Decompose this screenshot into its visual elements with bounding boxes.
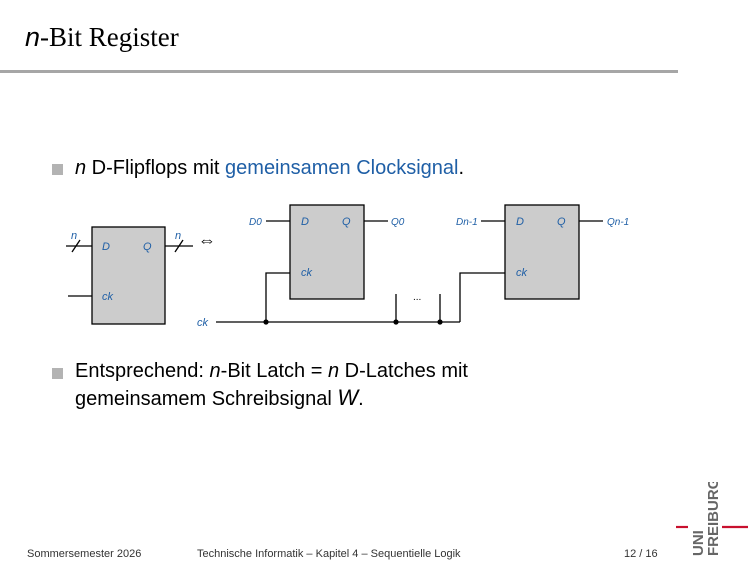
title-variable: n: [25, 22, 41, 52]
bullet-1-highlight: gemeinsamen Clocksignal: [225, 157, 459, 179]
bus-slash-in: [71, 239, 81, 253]
bullet-text-2-line-1: Entsprechend: n-Bit Latch = n D-Latches …: [75, 359, 468, 384]
bullet-2-line2-var: W: [337, 385, 359, 410]
bullet-2-var2: n: [327, 360, 340, 382]
ff0-input-label: D0: [249, 217, 262, 228]
ff0-d-label: D: [301, 216, 309, 228]
footer-semester: Sommersemester 2026: [27, 548, 142, 560]
junction-dot: [437, 319, 443, 325]
flipflop-0-box: [289, 204, 365, 300]
ffn-output-label: Qn-1: [607, 217, 629, 228]
left-d-label: D: [102, 241, 110, 253]
slide-title: n-Bit Register: [25, 22, 179, 53]
junction-dot: [263, 319, 269, 325]
bullet-2-prefix: Entsprechend:: [75, 360, 210, 382]
bullet-2-end: D-Latches mit: [339, 360, 468, 382]
register-box: [91, 226, 166, 325]
footer-page-number: 12 / 16: [624, 548, 658, 560]
ffn-d-label: D: [516, 216, 524, 228]
bullet-text-1: n D-Flipflops mit gemeinsamen Clocksigna…: [75, 156, 464, 181]
footer-course: Technische Informatik – Kapitel 4 – Sequ…: [197, 548, 461, 560]
flipflop-n-1-box: [504, 204, 580, 300]
ffn-ck-label: ck: [516, 267, 528, 279]
left-ck-label: ck: [102, 291, 114, 303]
ffn-input-label: Dn-1: [456, 217, 478, 228]
bullet-2-line2-end: .: [358, 388, 364, 410]
left-q-label: Q: [143, 241, 152, 253]
left-bus-out-label: n: [175, 230, 181, 242]
bullet-2-var1: n: [209, 360, 221, 382]
left-bus-in-label: n: [71, 230, 77, 242]
bullet-2-mid: -Bit Latch =: [220, 360, 328, 382]
logo-text-uni: UNI: [690, 530, 707, 556]
junction-dot: [393, 319, 399, 325]
logo-text-freiburg: FREIBURG: [705, 482, 722, 556]
bullet-1-text: D-Flipflops mit: [86, 157, 226, 179]
university-logo: UNI FREIBURG: [676, 482, 748, 556]
ellipsis-label: ...: [413, 292, 421, 303]
bullet-1-end: .: [458, 157, 465, 179]
bullet-1-var: n: [75, 157, 87, 179]
bus-slash-out: [174, 239, 184, 253]
clock-input-label: ck: [197, 317, 209, 329]
ff0-q-label: Q: [342, 216, 351, 228]
title-divider: [0, 70, 678, 73]
bullet-marker-1: [52, 164, 63, 175]
ffn-q-label: Q: [557, 216, 566, 228]
title-text: -Bit Register: [40, 22, 179, 52]
ff0-ck-label: ck: [301, 267, 313, 279]
bullet-2-line2-text: gemeinsamem Schreibsignal: [75, 388, 338, 410]
ff0-output-label: Q0: [391, 217, 405, 228]
bullet-text-2-line-2: gemeinsamem Schreibsignal W.: [75, 385, 364, 412]
equivalence-symbol: ⇔: [198, 230, 216, 250]
bullet-marker-2: [52, 368, 63, 379]
